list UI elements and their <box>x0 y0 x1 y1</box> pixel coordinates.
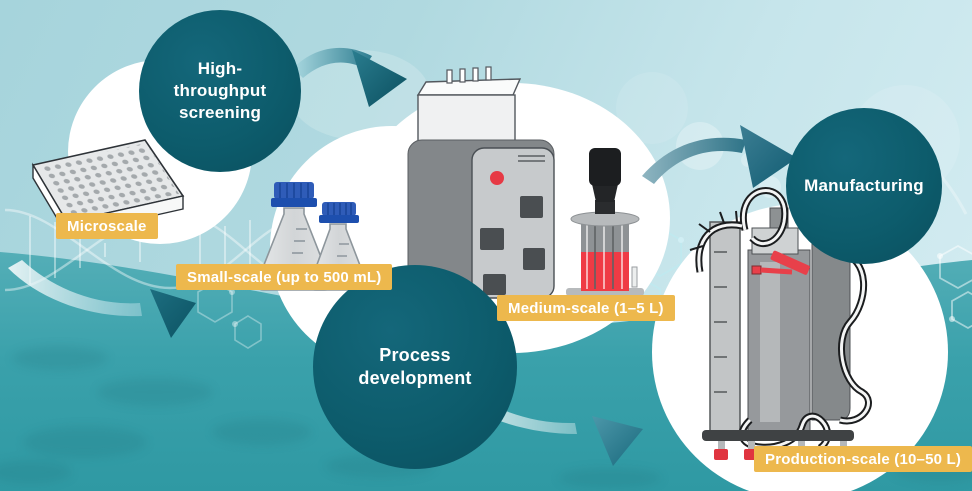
base-plate <box>702 430 854 441</box>
arrow-hts-to-medium-icon <box>293 47 407 107</box>
stage-label-line: High- <box>197 59 243 79</box>
tube-ribs <box>689 210 738 251</box>
medium-bioreactor-vessel-illustration <box>566 148 644 296</box>
controller-ports <box>480 196 545 295</box>
cylinder-graduations <box>714 251 727 393</box>
red-fittings <box>751 250 810 275</box>
vessel-probes <box>586 223 623 289</box>
scale-label-medium-scale: Medium-scale (1–5 L) <box>497 295 675 321</box>
bioreactor-controller-illustration <box>407 66 555 299</box>
microplate-wells <box>42 143 179 216</box>
production-bioreactor-illustration <box>689 187 872 460</box>
stage-label-line: screening <box>178 102 262 122</box>
scale-label-production-scale: Production-scale (10–50 L) <box>754 446 972 472</box>
controller-led <box>490 171 504 185</box>
stage-label-line: throughput <box>173 81 267 101</box>
stage-label-line: development <box>358 368 472 388</box>
controller-top-pins <box>446 66 492 84</box>
stage-circle-process-development: Process development <box>313 265 517 469</box>
molecule-cluster-right-icon <box>937 244 972 330</box>
culture-liquid <box>581 252 629 291</box>
scale-label-microscale: Microscale <box>56 213 158 239</box>
flow-arrows <box>8 47 797 466</box>
stage-circle-high-throughput-screening: High- throughput screening <box>139 10 301 172</box>
stage-label-line: Manufacturing <box>804 176 924 196</box>
arrow-micro-to-process-icon <box>8 260 196 338</box>
arrow-medium-to-manufacturing-icon <box>642 125 797 188</box>
arrow-process-to-production-icon <box>450 387 643 466</box>
scale-label-small-scale: Small-scale (up to 500 mL) <box>176 264 393 290</box>
stirrer-motor <box>589 148 621 186</box>
molecule-cluster-left-icon <box>197 281 262 349</box>
stage-circle-manufacturing: Manufacturing <box>786 108 942 264</box>
stage-label-line: Process <box>379 344 451 365</box>
